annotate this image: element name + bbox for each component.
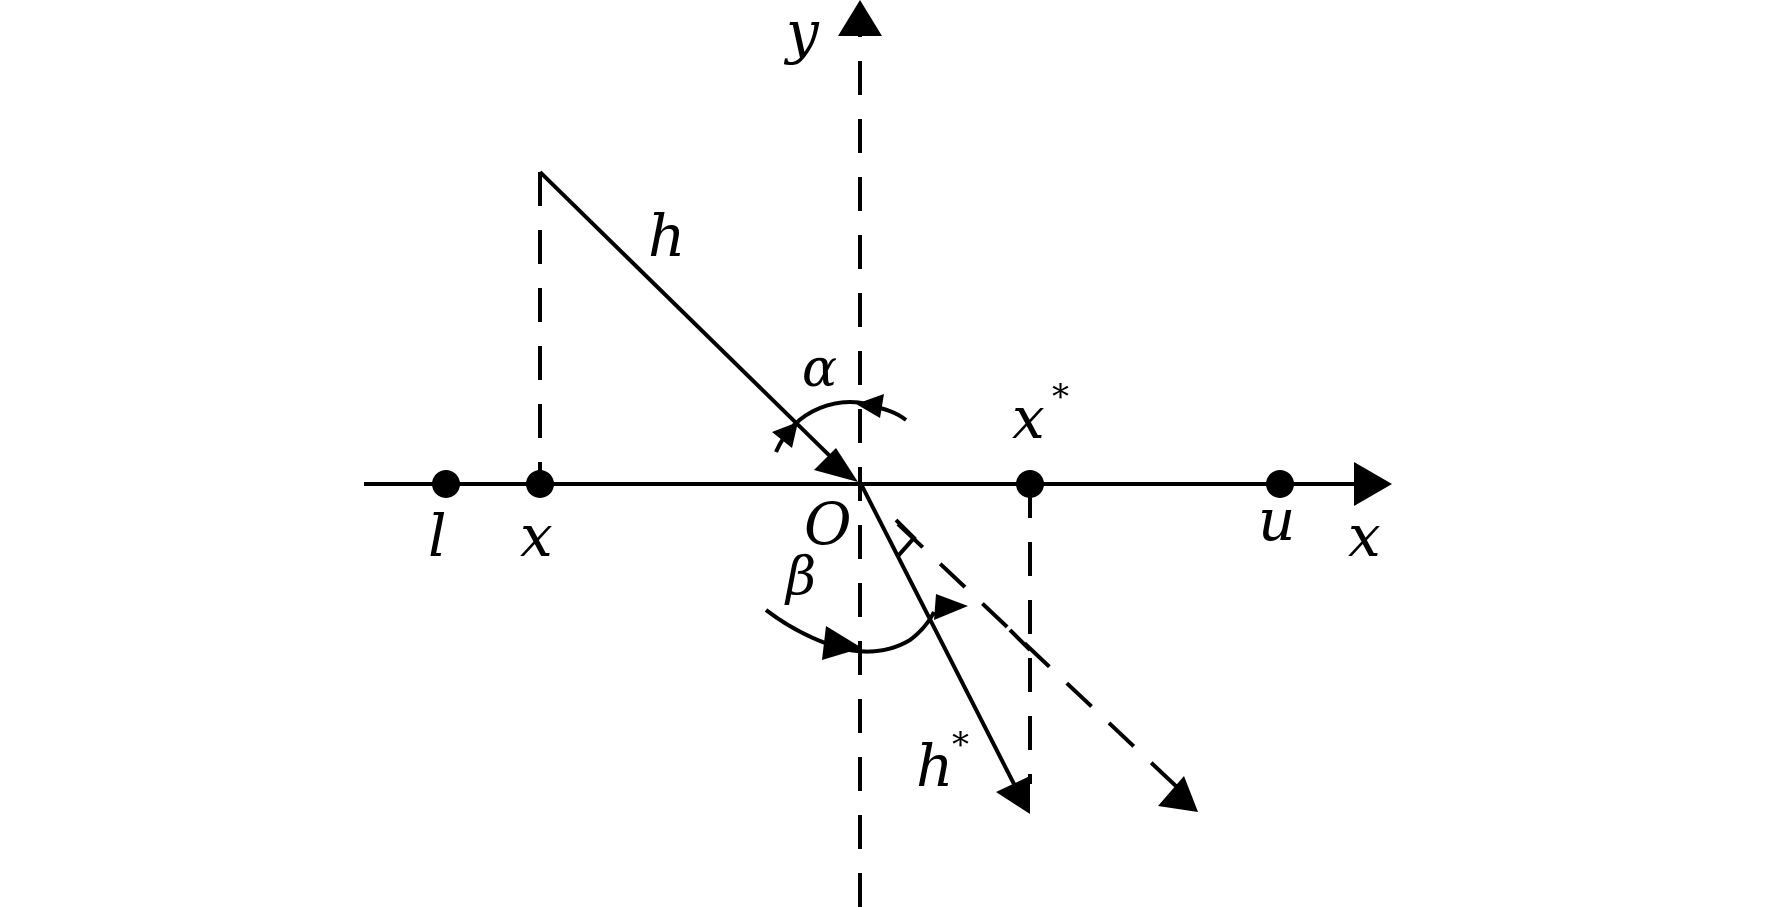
point-x-label: x	[520, 502, 553, 570]
x-axis-arrowhead	[1354, 462, 1392, 506]
angle-beta-label: β	[784, 547, 816, 607]
point-u-label: u	[1258, 486, 1295, 554]
vector-h-arrowhead	[814, 448, 858, 482]
dashed-direction-arrowhead	[1158, 776, 1198, 812]
vector-h-star-line	[860, 485, 1018, 789]
right-angle-mark	[894, 518, 917, 558]
angle-alpha-label: α	[802, 339, 837, 399]
vector-h-star-arrowhead	[996, 776, 1030, 814]
point-x-star-dot	[1016, 470, 1044, 498]
x-axis-label: x	[1348, 502, 1381, 570]
angle-beta-arc	[764, 608, 936, 654]
x-star-diagonal-line	[1008, 628, 1032, 652]
vector-h-label: h	[648, 202, 685, 270]
dashed-direction-line	[896, 522, 1180, 790]
y-axis-arrowhead	[838, 0, 882, 36]
vector-h-star-label: h	[916, 732, 953, 800]
origin-label: O	[804, 490, 852, 558]
angle-beta-arrowhead-right	[934, 594, 968, 620]
point-l-dot	[432, 470, 460, 498]
vector-h-line	[538, 170, 838, 464]
point-x-star-superscript: *	[1052, 377, 1069, 417]
point-l-label: l	[428, 502, 447, 570]
vector-h-star-superscript: *	[952, 725, 969, 765]
angle-beta-arrowhead-left	[822, 626, 862, 660]
angle-alpha-arrowhead-left	[772, 422, 798, 448]
point-u-dot	[1266, 470, 1294, 498]
y-axis-label: y	[783, 0, 820, 66]
angle-alpha-arrowhead-right	[856, 394, 884, 418]
point-x-dot	[526, 470, 554, 498]
point-x-star-label: x	[1012, 384, 1045, 452]
